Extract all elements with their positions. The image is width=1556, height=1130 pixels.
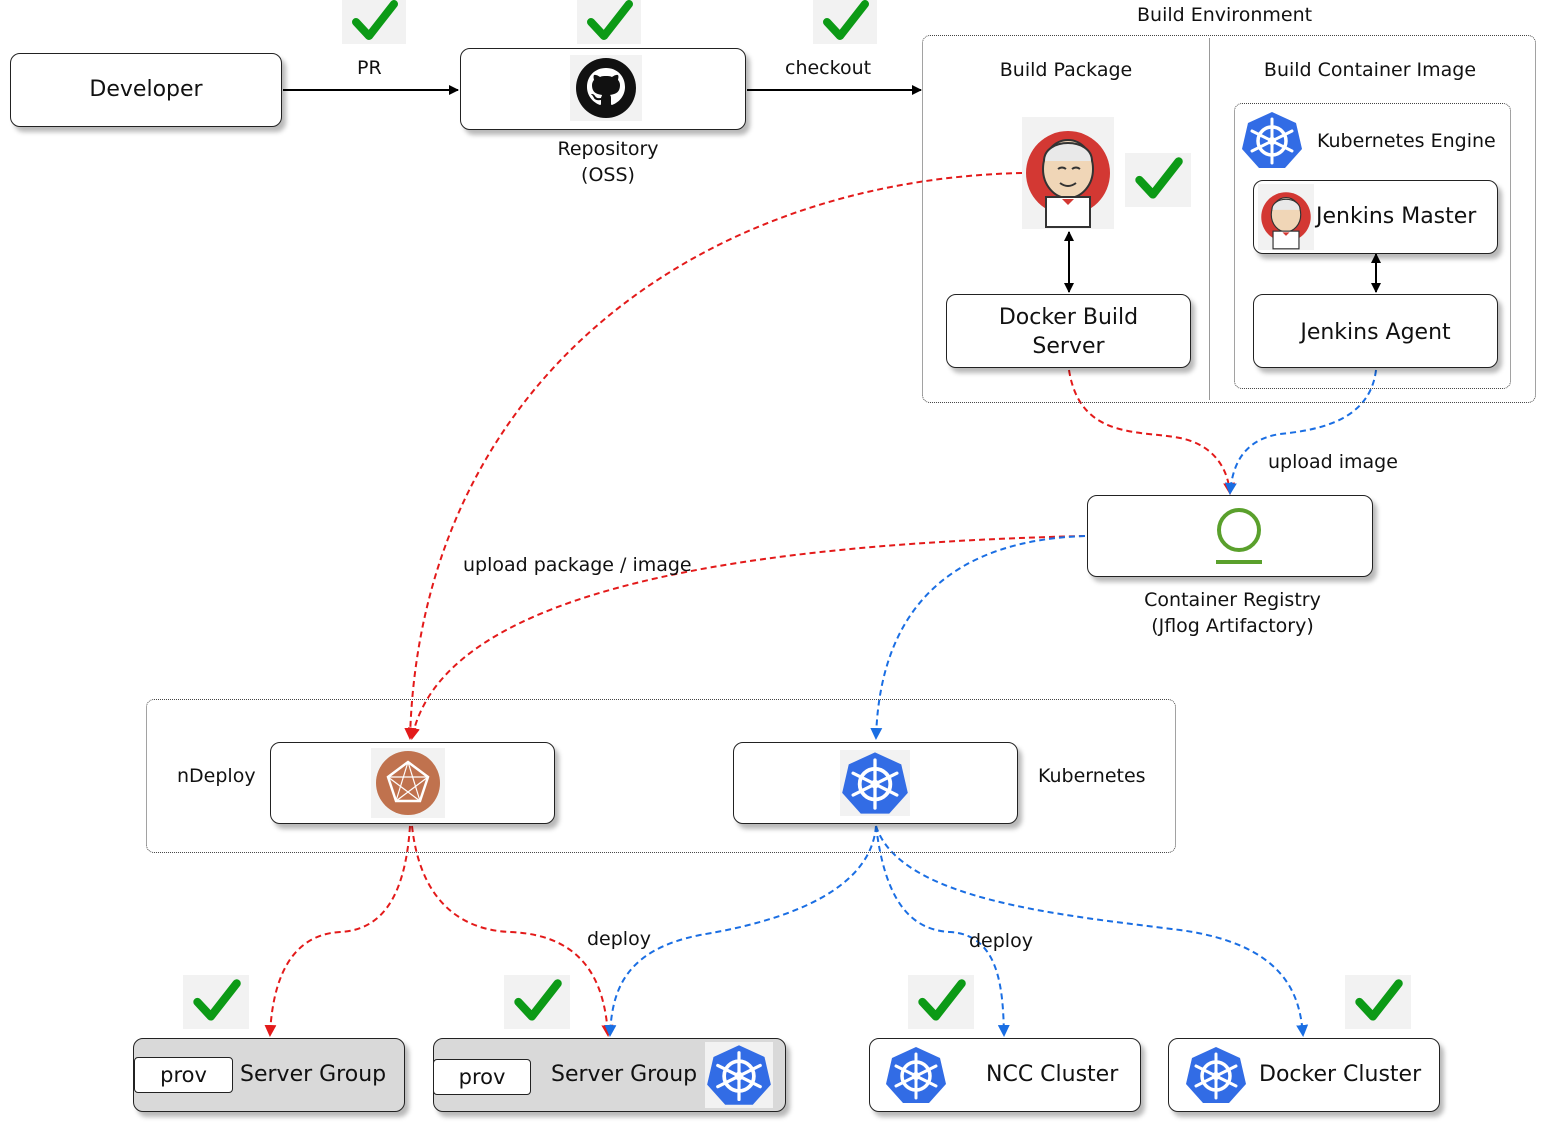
flow-k8s-to-sg2 — [604, 825, 877, 1037]
flow-registry-to-k8s — [870, 535, 1086, 740]
flow-agent-to-registry — [1224, 369, 1377, 495]
build-environment-divider — [1209, 38, 1210, 400]
server-group-2-label: Server Group — [551, 1062, 698, 1087]
ncc-cluster-label: NCC Cluster — [986, 1062, 1119, 1087]
jenkins-agent-node[interactable] — [1253, 294, 1498, 368]
kubernetes-engine-label: Kubernetes Engine — [1317, 130, 1496, 152]
jenkins-master-label: Jenkins Master — [1316, 204, 1477, 229]
prov-tag-1: prov — [134, 1057, 233, 1093]
container-registry-label-2: (Jflog Artifactory) — [1151, 615, 1314, 637]
kubernetes-icon — [840, 750, 910, 816]
kubernetes-icon — [1184, 1045, 1248, 1105]
check-icon — [1345, 975, 1411, 1029]
flow-registry-to-ndeploy — [408, 535, 1086, 740]
check-icon — [342, 0, 406, 44]
check-icon — [908, 975, 974, 1029]
kubernetes-icon — [884, 1045, 948, 1105]
jfrog-icon — [1208, 502, 1270, 568]
docker-cluster-label: Docker Cluster — [1259, 1062, 1422, 1087]
check-icon — [504, 975, 570, 1029]
kubernetes-label: Kubernetes — [1038, 765, 1146, 787]
kubernetes-engine-group — [1234, 103, 1511, 389]
deploy-label-right: deploy — [969, 930, 1033, 952]
upload-image-label: upload image — [1268, 451, 1398, 473]
check-icon — [577, 0, 641, 44]
server-group-1-label: Server Group — [240, 1062, 387, 1087]
jenkins-agent-label: Jenkins Agent — [1300, 320, 1451, 345]
docker-build-server-label-2: Server — [1032, 334, 1105, 359]
flow-docker-to-registry — [1068, 369, 1236, 495]
flow-k8s-to-ncc — [875, 825, 1010, 1037]
check-icon — [183, 975, 249, 1029]
build-container-image-label: Build Container Image — [1263, 59, 1477, 81]
upload-package-image-label: upload package / image — [463, 554, 692, 576]
kubernetes-icon — [1240, 110, 1304, 170]
check-icon — [1125, 153, 1191, 207]
flow-ndeploy-to-sg1 — [264, 825, 411, 1037]
docker-build-server-node[interactable] — [946, 294, 1191, 368]
repository-label-2: (OSS) — [581, 164, 635, 186]
repository-label-1: Repository — [557, 138, 659, 160]
ndeploy-icon — [371, 748, 445, 818]
build-environment-group — [922, 35, 1536, 403]
github-icon — [570, 55, 642, 121]
build-environment-title: Build Environment — [1137, 4, 1313, 26]
jenkins-icon — [1022, 117, 1114, 229]
flow-k8s-to-docker-cluster — [875, 825, 1309, 1037]
build-package-label: Build Package — [999, 59, 1133, 81]
developer-label: Developer — [89, 77, 203, 102]
deploy-label-left: deploy — [587, 928, 651, 950]
kubernetes-icon — [705, 1042, 773, 1108]
jenkins-icon — [1258, 184, 1314, 250]
ndeploy-label: nDeploy — [177, 765, 256, 787]
deploy-platform-group — [146, 699, 1176, 853]
docker-build-server-label-1: Docker Build — [998, 305, 1139, 330]
developer-node[interactable] — [10, 53, 282, 127]
checkout-label: checkout — [785, 57, 872, 79]
prov-tag-2: prov — [433, 1059, 531, 1095]
pr-label: PR — [357, 57, 382, 79]
check-icon — [813, 0, 877, 44]
container-registry-label-1: Container Registry — [1144, 589, 1321, 611]
